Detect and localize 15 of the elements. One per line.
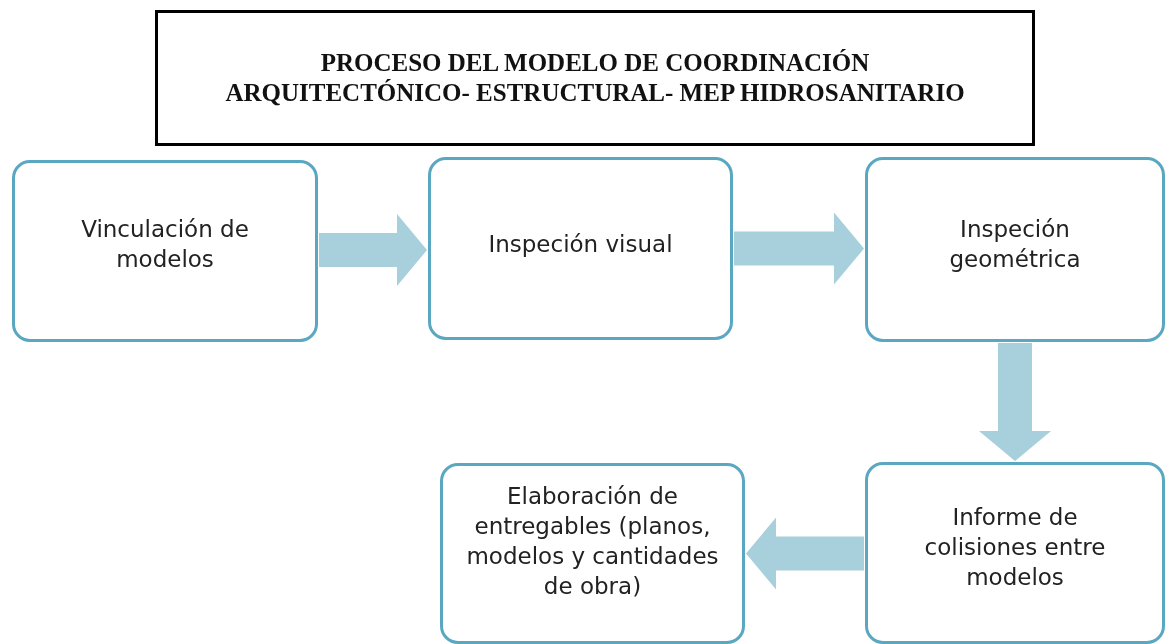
- block-arrow: [734, 212, 864, 285]
- process-box: [865, 157, 1165, 342]
- title-text: PROCESO DEL MODELO DE COORDINACIÓN ARQUITECTÓNICO- ESTRUCTURAL- MEP HIDROSANITARIO: [224, 48, 966, 108]
- step-label: Inspeción visual: [488, 230, 673, 259]
- process-box: [12, 160, 318, 342]
- block-arrow: [746, 517, 864, 590]
- step-label: Inspeción geométrica: [948, 215, 1082, 274]
- step-label: Vinculación de modelos: [80, 215, 250, 274]
- block-arrow: [319, 214, 427, 286]
- step-label: Elaboración de entregables (planos, modelos y cantidades de obra): [465, 482, 720, 601]
- step-label: Informe de colisiones entre modelos: [923, 503, 1107, 592]
- process-box: [440, 463, 745, 644]
- block-arrow: [979, 343, 1051, 461]
- process-box: [428, 157, 733, 340]
- process-box: [865, 462, 1165, 644]
